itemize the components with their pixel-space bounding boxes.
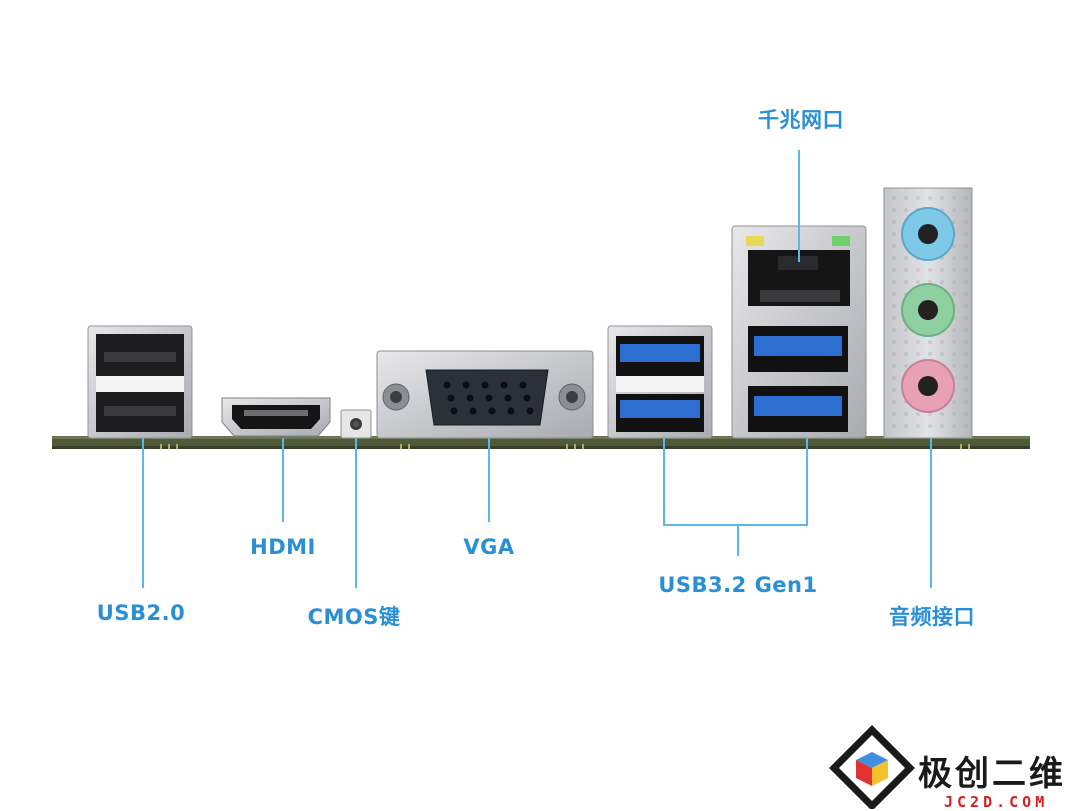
hdmi-port: [221, 397, 331, 437]
label-hdmi: HDMI: [250, 535, 316, 559]
brand-name: 极创二维: [918, 754, 1066, 794]
label-audio: 音频接口: [889, 605, 975, 629]
usb32-port-left: [607, 325, 713, 439]
cmos-button: [340, 409, 372, 439]
audio-jacks: [883, 187, 973, 439]
usb2-port: [87, 325, 193, 439]
label-usb2: USB2.0: [96, 601, 186, 625]
brand-url: JC2D.COM: [944, 793, 1049, 811]
label-usb32: USB3.2 Gen1: [658, 573, 818, 597]
label-lan: 千兆网口: [758, 108, 844, 132]
vga-port: [376, 350, 594, 439]
label-cmos: CMOS键: [307, 605, 401, 629]
brand-logo-icon: [829, 725, 915, 809]
brand-watermark: 极创二维 JC2D.COM: [918, 746, 1066, 811]
usb32-port-right: [748, 326, 848, 432]
label-vga: VGA: [463, 535, 515, 559]
leader-lines: [142, 150, 932, 588]
lan-usb32-combo: [731, 225, 867, 439]
